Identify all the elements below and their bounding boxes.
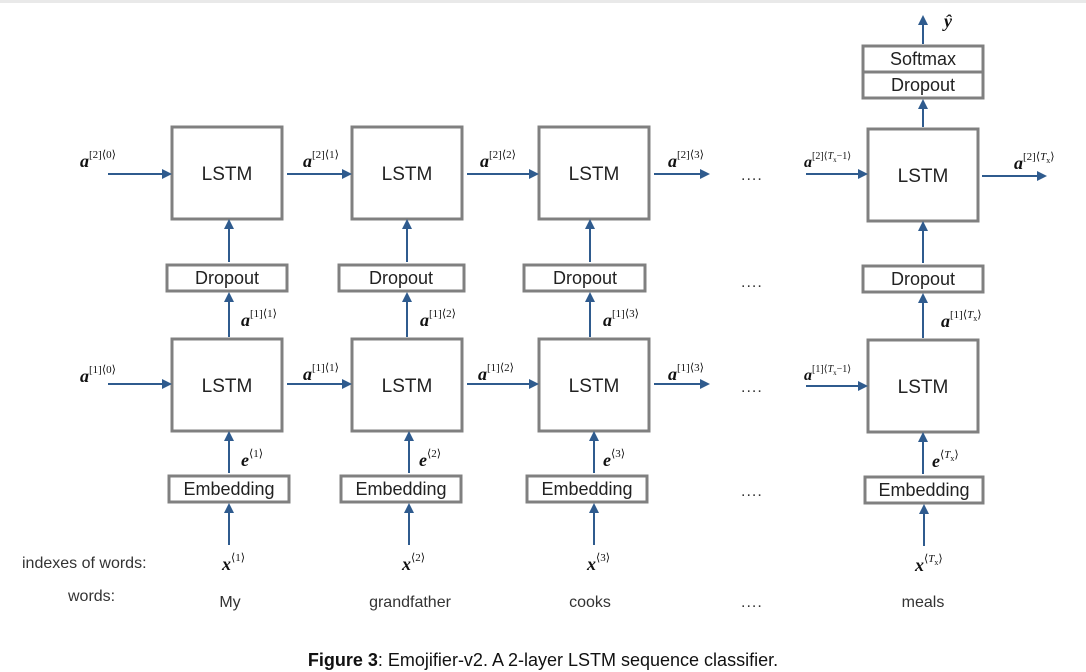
- lstm-label: LSTM: [382, 376, 433, 397]
- lstm-layer1-box-1: [170, 337, 284, 433]
- activation-label: a[2]⟨Tx−1⟩: [804, 151, 851, 171]
- embedding-label: Embedding: [878, 480, 969, 500]
- lstm-label: LSTM: [898, 377, 949, 398]
- ellipsis: ....: [741, 167, 763, 184]
- activation-label: a[2]⟨Tx⟩: [1014, 151, 1055, 173]
- lstm-label: LSTM: [569, 164, 620, 185]
- ellipsis: ....: [741, 483, 763, 500]
- embedding-label: Embedding: [355, 479, 446, 499]
- lstm-label: LSTM: [382, 164, 433, 185]
- activation-label: a[2]⟨3⟩: [668, 149, 704, 171]
- layer2-recurrent-arrows: a[2]⟨0⟩ a[2]⟨1⟩ a[2]⟨2⟩ a[2]⟨3⟩ .... a[2…: [80, 149, 1055, 184]
- dropout-box-3: [522, 263, 647, 293]
- figure-caption: Figure 3: Emojifier-v2. A 2-layer LSTM s…: [0, 650, 1086, 671]
- activation-label: a[1]⟨2⟩: [420, 308, 456, 330]
- word-label: cooks: [569, 594, 611, 611]
- embedding-vector-label: e⟨Tx⟩: [932, 449, 959, 471]
- dropout-label: Dropout: [891, 269, 955, 289]
- embedding-box-3: [525, 474, 649, 504]
- activation-label: a[2]⟨1⟩: [303, 149, 339, 171]
- words-row-label: words:: [67, 588, 115, 605]
- embedding-vector-label: e⟨1⟩: [241, 448, 263, 470]
- input-index-label: x⟨Tx⟩: [914, 553, 943, 575]
- input-index-label: x⟨3⟩: [586, 552, 610, 574]
- column-1: LSTM Dropout LSTM Embedding a[1]⟨1⟩ e⟨1⟩…: [165, 125, 291, 611]
- top-divider: [0, 0, 1086, 3]
- embedding-vector-label: e⟨3⟩: [603, 448, 625, 470]
- dropout-box-last: [861, 264, 985, 294]
- lstm-layer1-box-3: [537, 337, 651, 433]
- dropout-label: Dropout: [369, 268, 433, 288]
- embedding-box-last: [863, 475, 985, 505]
- word-label: grandfather: [369, 594, 452, 611]
- column-last: Softmax Dropout ŷ LSTM Dropout LSTM Embe…: [861, 11, 985, 611]
- lstm-layer2-box-2: [350, 125, 464, 221]
- lstm-label: LSTM: [202, 164, 253, 185]
- activation-label: a[1]⟨1⟩: [241, 308, 277, 330]
- embedding-vector-label: e⟨2⟩: [419, 448, 441, 470]
- lstm-layer2-box-3: [537, 125, 651, 221]
- lstm-layer1-box-2: [350, 337, 464, 433]
- activation-label: a[1]⟨Tx⟩: [941, 309, 982, 331]
- layer1-recurrent-arrows: a[1]⟨0⟩ a[1]⟨1⟩ a[1]⟨2⟩ a[1]⟨3⟩ a[1]⟨Tx−…: [80, 362, 868, 391]
- softmax-box: [861, 44, 985, 74]
- dropout-label: Dropout: [553, 268, 617, 288]
- dropout-label: Dropout: [195, 268, 259, 288]
- ellipsis: ....: [741, 379, 763, 396]
- activation-label: a[2]⟨2⟩: [480, 149, 516, 171]
- activation-label: a[1]⟨0⟩: [80, 364, 116, 386]
- ellipsis: ....: [741, 274, 763, 291]
- activation-label: a[1]⟨1⟩: [303, 362, 339, 384]
- ellipsis: ....: [741, 594, 763, 611]
- dropout-top-box: [861, 70, 985, 100]
- input-index-label: x⟨1⟩: [221, 552, 245, 574]
- caption-text: : Emojifier-v2. A 2-layer LSTM sequence …: [377, 650, 779, 670]
- dropout-label: Dropout: [891, 75, 955, 95]
- output-label: ŷ: [942, 11, 953, 31]
- column-3: LSTM Dropout LSTM Embedding a[1]⟨3⟩ e⟨3⟩…: [522, 125, 651, 611]
- softmax-label: Softmax: [890, 49, 956, 69]
- column-2: LSTM Dropout LSTM Embedding a[1]⟨2⟩ e⟨2⟩…: [337, 125, 466, 611]
- activation-label: a[2]⟨0⟩: [80, 149, 116, 171]
- dropout-box-2: [337, 263, 466, 293]
- indexes-row-label: indexes of words:: [22, 555, 147, 572]
- lstm-layer1-box-last: [866, 338, 980, 434]
- embedding-box-1: [167, 474, 291, 504]
- embedding-label: Embedding: [541, 479, 632, 499]
- embedding-box-2: [339, 474, 463, 504]
- activation-label: a[1]⟨Tx−1⟩: [804, 364, 851, 384]
- activation-label: a[1]⟨3⟩: [603, 308, 639, 330]
- word-label: meals: [902, 594, 945, 611]
- lstm-label: LSTM: [202, 376, 253, 397]
- lstm-label: LSTM: [569, 376, 620, 397]
- dropout-box-1: [165, 263, 289, 293]
- lstm-label: LSTM: [898, 166, 949, 187]
- embedding-label: Embedding: [183, 479, 274, 499]
- word-label: My: [219, 594, 240, 611]
- caption-bold: Figure 3: [307, 650, 378, 670]
- input-index-label: x⟨2⟩: [401, 552, 425, 574]
- activation-label: a[1]⟨2⟩: [478, 362, 514, 384]
- activation-label: a[1]⟨3⟩: [668, 362, 704, 384]
